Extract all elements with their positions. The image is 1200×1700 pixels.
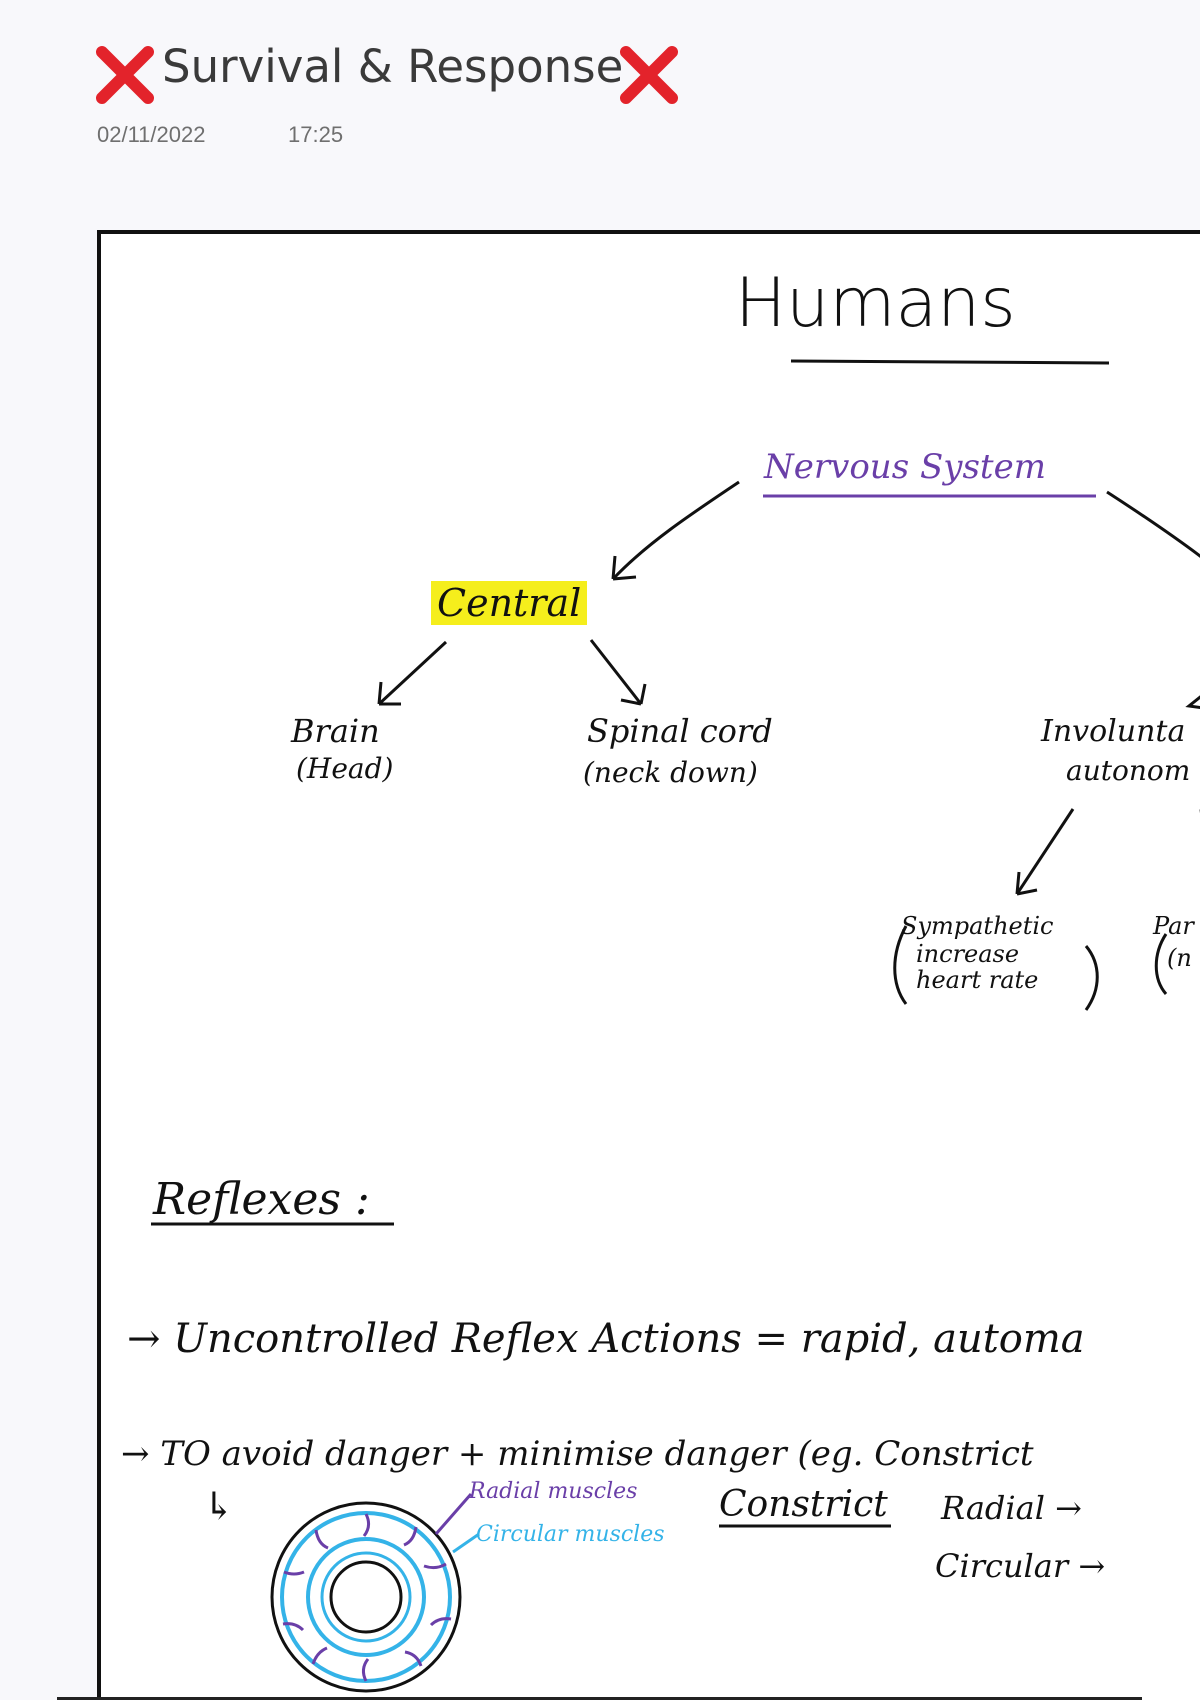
involuntary-label: Involunta <box>1041 714 1186 749</box>
brain-note: (Head) <box>296 752 394 785</box>
central-label: Central <box>431 581 588 625</box>
constrict-label: Constrict <box>719 1484 888 1525</box>
sympathetic-label: Sympathetic <box>901 912 1054 940</box>
arrow-to-central <box>611 480 740 581</box>
arrow-to-involuntary <box>1185 695 1200 709</box>
arrow-to-spinal <box>589 639 643 705</box>
sympathetic-note-2: heart rate <box>916 966 1039 994</box>
nervous-system-label: Nervous System <box>764 447 1046 487</box>
para-note: (n <box>1167 944 1192 972</box>
ink-canvas[interactable]: Humans Nervous System Central Brain (Hea… <box>97 230 1200 1700</box>
central-highlight: Central <box>431 581 588 625</box>
arrow-to-brain <box>377 640 448 706</box>
circular-muscles-label: Circular muscles <box>476 1522 665 1547</box>
sympathetic-note-1: increase <box>916 940 1020 968</box>
spinal-label: Spinal cord <box>587 712 773 750</box>
arrow-to-peripheral <box>1106 490 1200 558</box>
reflexes-heading: Reflexes : <box>153 1174 370 1225</box>
note-time: 17:25 <box>288 122 344 147</box>
iris-diagram <box>270 1493 480 1693</box>
note-date: 02/11/2022 <box>97 122 206 147</box>
hook-arrow-icon: ↳ <box>203 1484 235 1528</box>
diagram-heading: Humans <box>735 264 1016 343</box>
note-header: Survival & Response 02/11/2022 17:25 <box>0 0 1200 160</box>
red-x-icon <box>620 46 678 104</box>
arrow-to-sympathetic <box>1015 808 1075 895</box>
heading-underline <box>790 359 1110 365</box>
reflex-line-2: → TO avoid danger + minimise danger (eg.… <box>121 1434 1034 1474</box>
red-x-icon <box>96 46 154 104</box>
reflex-line-1: → Uncontrolled Reflex Actions = rapid, a… <box>127 1316 1085 1362</box>
circular-label: Circular → <box>935 1547 1106 1585</box>
autonomic-label: autonom <box>1066 754 1191 787</box>
spinal-note: (neck down) <box>583 756 758 789</box>
para-label: Par <box>1153 912 1194 940</box>
brain-label: Brain <box>291 712 380 750</box>
page-title[interactable]: Survival & Response <box>162 40 624 93</box>
radial-label: Radial → <box>941 1489 1082 1527</box>
bottom-divider <box>57 1697 1142 1700</box>
radial-muscles-label: Radial muscles <box>469 1479 638 1504</box>
